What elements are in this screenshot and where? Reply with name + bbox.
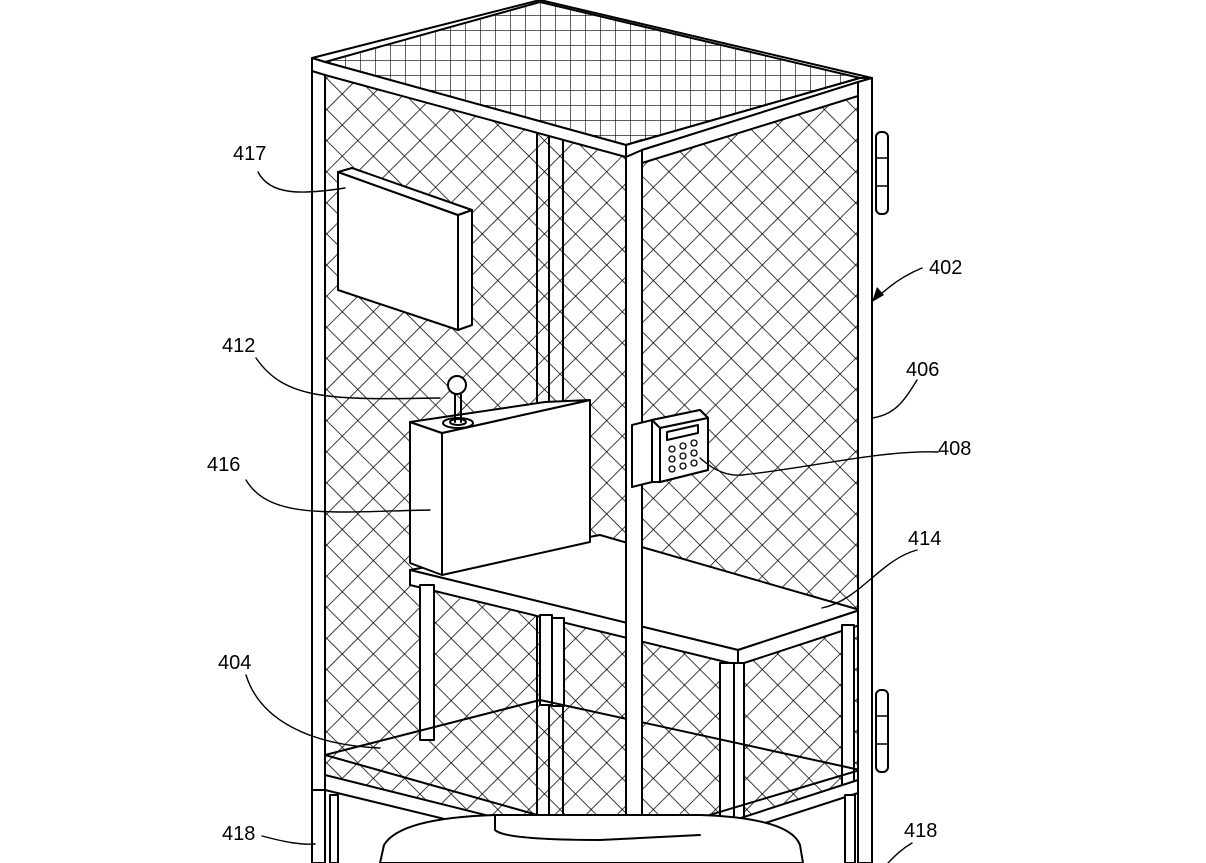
- hinge-top: [875, 131, 889, 215]
- label-416: 416: [207, 454, 240, 476]
- hinge-bottom: [875, 689, 889, 773]
- label-408: 408: [938, 438, 971, 460]
- wall-panel: [337, 167, 473, 331]
- control-box: [409, 375, 591, 576]
- label-412: 412: [222, 335, 255, 357]
- keypad-lock: [631, 409, 709, 488]
- label-418-right: 418: [904, 820, 937, 842]
- label-417: 417: [233, 143, 266, 165]
- leader-lines: [245, 171, 939, 863]
- door-mesh: [642, 82, 858, 863]
- label-414: 414: [908, 528, 941, 550]
- label-404: 404: [218, 652, 251, 674]
- label-406: 406: [906, 359, 939, 381]
- label-418-left: 418: [222, 823, 255, 845]
- label-402: 402: [929, 257, 962, 279]
- mobile-base: [379, 814, 804, 863]
- reference-labels: 417 402 412 406 408 416 414 404 418 418: [207, 143, 971, 845]
